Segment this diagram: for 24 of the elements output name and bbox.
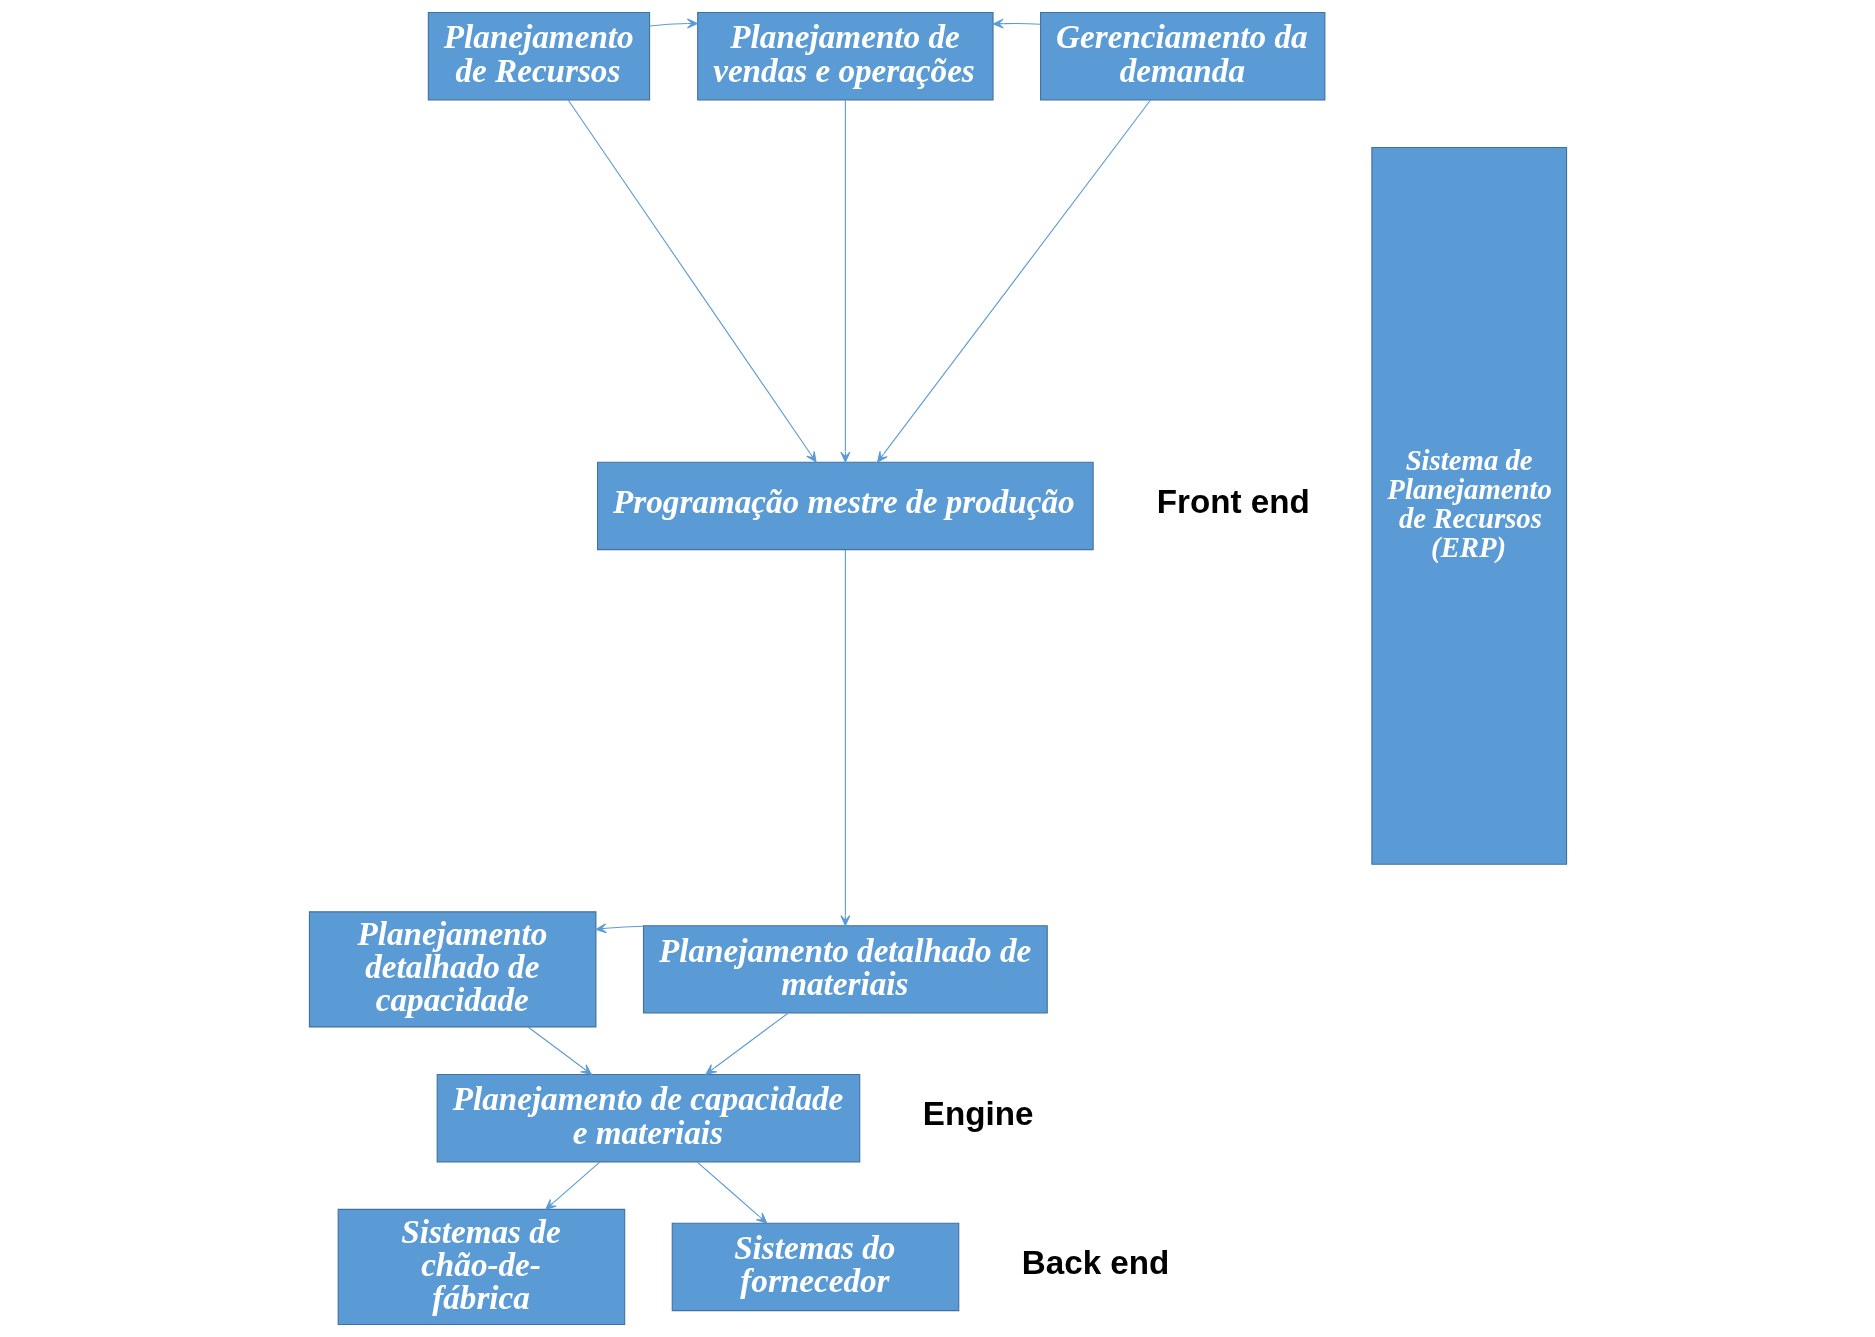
node-box: Programação mestre de produção xyxy=(596,461,1094,551)
arrow xyxy=(839,549,850,927)
label: Back end xyxy=(1021,1244,1169,1282)
node-box: Planejamento detalhado de materiais xyxy=(642,925,1048,1014)
arrow xyxy=(527,1026,592,1075)
arrow xyxy=(992,18,1041,29)
node-box: Planejamento de capacidade e materiais xyxy=(436,1073,860,1163)
arrow xyxy=(704,1012,788,1075)
arrow xyxy=(876,99,1151,463)
node-box: Gerenciamento da demanda xyxy=(1039,12,1325,101)
node-box: Planejamento de Recursos xyxy=(427,12,650,101)
arrow xyxy=(544,1161,600,1210)
node-box: Sistemas do fornecedor xyxy=(671,1222,959,1312)
arrow xyxy=(567,99,817,463)
node-box: Planejamento de vendas e operações xyxy=(696,12,994,101)
arrow xyxy=(595,923,644,934)
node-box: Planejamento detalhado de capacidade xyxy=(308,911,596,1028)
arrow xyxy=(839,99,850,463)
label: Engine xyxy=(922,1095,1033,1133)
arrow xyxy=(648,18,698,29)
arrow xyxy=(696,1161,767,1224)
node-box: Sistemas de chão-de-fábrica xyxy=(337,1208,625,1325)
label: Front end xyxy=(1156,483,1310,521)
node-box: Sistema de Planejamento de Recursos (ERP) xyxy=(1370,146,1567,865)
